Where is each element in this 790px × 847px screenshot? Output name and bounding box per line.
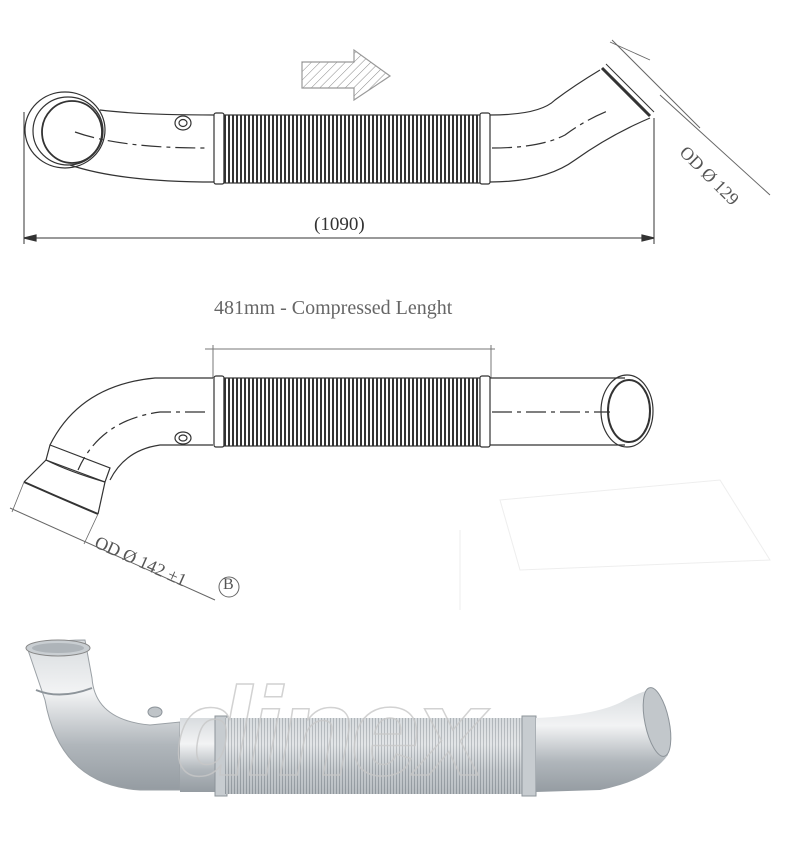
overall-length-label: (1090) [314, 214, 365, 235]
product-photo [25, 639, 672, 797]
side-view-drawing [9, 345, 654, 601]
svg-text:dinex: dinex [175, 663, 490, 802]
inlet-note-marker: B [223, 576, 234, 593]
bellows-length-label: 481mm - Compressed Lenght [214, 297, 453, 319]
top-view-drawing [23, 39, 771, 244]
flow-direction-arrow [301, 48, 392, 102]
dinex-watermark: dinex [174, 662, 494, 803]
